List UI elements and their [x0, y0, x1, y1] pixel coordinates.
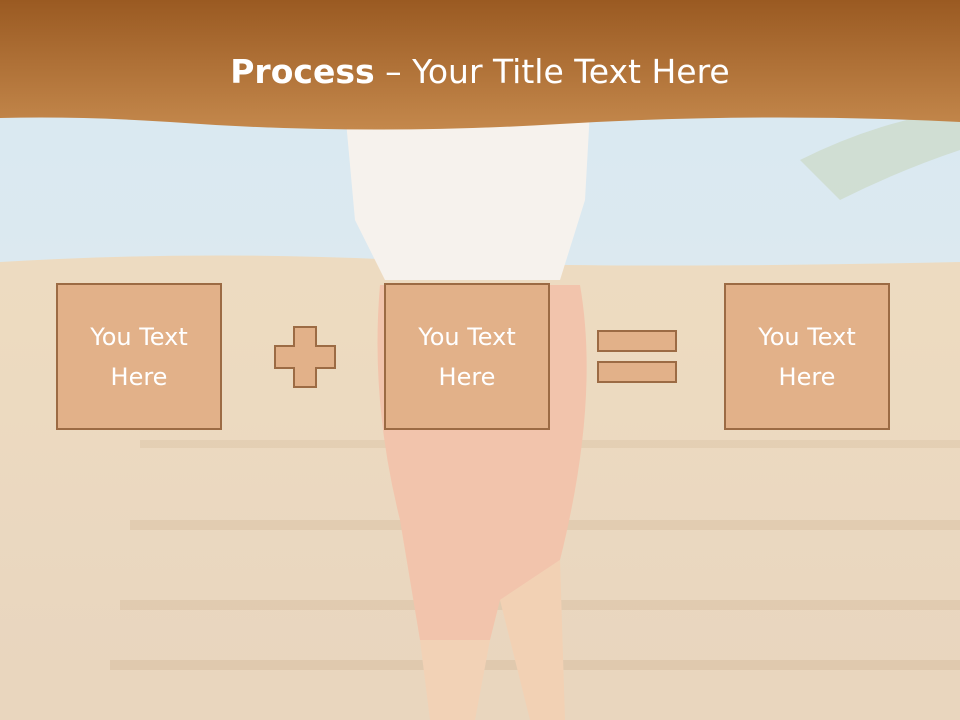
- title-separator: –: [374, 52, 413, 91]
- process-box-2[interactable]: You Text Here: [384, 283, 550, 430]
- title-bold: Process: [230, 52, 375, 91]
- title-banner: [0, 0, 960, 130]
- process-box-3[interactable]: You Text Here: [724, 283, 890, 430]
- process-box-1[interactable]: You Text Here: [56, 283, 222, 430]
- plus-icon: [274, 326, 336, 388]
- process-box-label: You Text Here: [758, 322, 856, 391]
- process-box-label: You Text Here: [90, 322, 188, 391]
- process-box-label: You Text Here: [418, 322, 516, 391]
- slide-title: Process – Your Title Text Here: [0, 52, 960, 91]
- title-text: Your Title Text Here: [412, 52, 730, 91]
- equals-icon: [597, 330, 677, 383]
